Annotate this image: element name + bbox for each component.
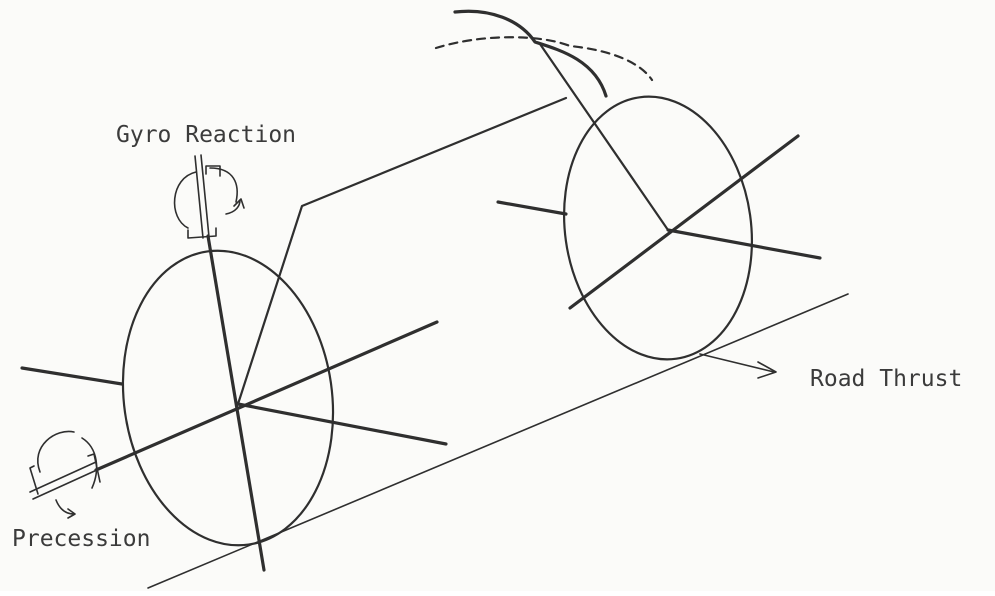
gyro-reaction-label: Gyro Reaction: [116, 122, 296, 148]
precession-icon: [29, 430, 101, 519]
front-axle-stub: [20, 366, 124, 386]
bike-frame: [236, 96, 568, 406]
front-axle: [94, 320, 439, 472]
road-thrust-label: Road Thrust: [810, 366, 962, 392]
precession-label: Precession: [12, 526, 150, 552]
rear-fork: [538, 42, 670, 232]
road-line: [147, 293, 849, 589]
rear-axle-stub: [496, 200, 568, 216]
road-thrust-arrow-head: [757, 361, 777, 379]
rear-wheel: [562, 95, 754, 361]
rear-axle: [568, 134, 800, 310]
front-spoke-right: [236, 402, 448, 446]
steering-axis: [206, 234, 266, 572]
gyro-reaction-icon: [173, 154, 245, 239]
handlebar-dashed: [434, 36, 654, 82]
front-wheel: [121, 249, 335, 547]
road-thrust-arrow-line: [699, 353, 775, 373]
handlebar-solid: [453, 9, 608, 98]
rear-spoke-right: [666, 228, 822, 260]
